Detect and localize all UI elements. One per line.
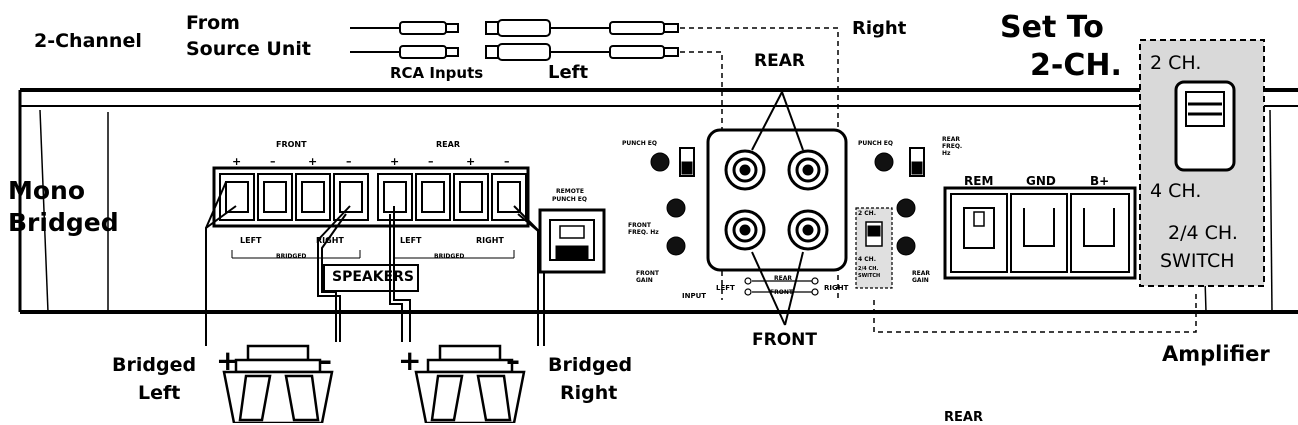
switch-label: SWITCH bbox=[1160, 250, 1235, 272]
front-punch-eq-label: PUNCH EQ bbox=[622, 140, 658, 147]
rem-label: REM bbox=[964, 174, 994, 188]
switch-2ch-label: 2 CH. bbox=[1150, 52, 1202, 74]
rear-freq-label: REAR FREQ. Hz bbox=[942, 136, 963, 157]
rca-plug bbox=[399, 21, 459, 59]
speaker-terminal-block bbox=[212, 166, 530, 292]
right-speaker-minus: – bbox=[506, 344, 520, 377]
bridged-left-label-line2: Left bbox=[138, 382, 181, 404]
amp-dashed-outline bbox=[873, 292, 1197, 333]
rear-gain-label: REAR GAIN bbox=[912, 270, 930, 284]
panel-rear-label: REAR bbox=[436, 140, 460, 149]
rear-controls bbox=[855, 147, 925, 289]
set-to-label-line1: Set To bbox=[1000, 10, 1104, 45]
front-right-label: RIGHT bbox=[316, 236, 344, 245]
channel-switch-callout bbox=[1139, 39, 1265, 287]
from-source-label-line2: Source Unit bbox=[186, 38, 311, 60]
left-speaker-plus: + bbox=[216, 344, 240, 377]
mini-switch-2ch-label: 2 CH. bbox=[858, 210, 876, 217]
front-gain-label: FRONT GAIN bbox=[636, 270, 659, 284]
input-front-label: FRONT bbox=[770, 289, 793, 296]
rear-right-label: RIGHT bbox=[476, 236, 504, 245]
front-bridged-label: BRIDGED bbox=[276, 253, 307, 260]
from-source-label-line1: From bbox=[186, 12, 240, 34]
front-controls bbox=[650, 147, 695, 256]
rear-bridged-label: BRIDGED bbox=[434, 253, 465, 260]
rear-left-label: LEFT bbox=[400, 236, 422, 245]
speaker-right-graphic bbox=[414, 344, 526, 423]
terminal-sign-4: – bbox=[346, 155, 352, 168]
bridged-right-label-line1: Bridged bbox=[548, 354, 633, 376]
mono-bridged-label-line2: Bridged bbox=[8, 208, 119, 237]
amplifier-chassis bbox=[18, 88, 1298, 314]
remote-punch-eq-port bbox=[538, 208, 606, 274]
front-bottom-label: FRONT bbox=[752, 330, 817, 350]
input-rear-label: REAR bbox=[774, 275, 792, 282]
speaker-left-graphic bbox=[222, 344, 334, 423]
bridged-left-label-line1: Bridged bbox=[112, 354, 197, 376]
remote-label-line2: PUNCH EQ bbox=[552, 196, 588, 203]
switch-24ch-label: 2/4 CH. bbox=[1168, 222, 1238, 244]
gnd-label: GND bbox=[1026, 174, 1056, 188]
right-speaker-plus: + bbox=[398, 344, 422, 377]
terminal-sign-8: – bbox=[504, 155, 510, 168]
set-to-label-line2: 2-CH. bbox=[1030, 48, 1122, 83]
rca-cables bbox=[350, 19, 839, 300]
rear-bottom-label: REAR bbox=[944, 410, 983, 425]
terminal-sign-6: – bbox=[428, 155, 434, 168]
mini-switch-4ch-label: 4 CH. bbox=[858, 256, 876, 263]
left-speaker-minus: – bbox=[318, 344, 332, 377]
panel-front-label: FRONT bbox=[276, 140, 307, 149]
bplus-label: B+ bbox=[1090, 174, 1110, 188]
rca-jack bbox=[485, 19, 551, 61]
input-right-label: RIGHT bbox=[824, 284, 849, 292]
speakers-label: SPEAKERS bbox=[332, 269, 415, 285]
amplifier-label: Amplifier bbox=[1162, 342, 1270, 366]
input-left-label: LEFT bbox=[716, 284, 735, 292]
remote-label-line1: REMOTE bbox=[556, 188, 584, 195]
mono-bridged-label-line1: Mono bbox=[8, 176, 86, 205]
front-freq-label: FRONT FREQ. Hz bbox=[628, 222, 659, 236]
rear-punch-eq-label: PUNCH EQ bbox=[858, 140, 894, 147]
rca-plug bbox=[609, 21, 679, 59]
bridged-right-label-line2: Right bbox=[560, 382, 618, 404]
terminal-sign-1: + bbox=[232, 155, 242, 168]
terminal-sign-3: + bbox=[308, 155, 318, 168]
left-input-label: Left bbox=[548, 62, 589, 83]
terminal-sign-5: + bbox=[390, 155, 400, 168]
two-channel-label: 2-Channel bbox=[34, 30, 142, 52]
rca-input-panel bbox=[706, 91, 848, 326]
switch-4ch-label: 4 CH. bbox=[1150, 180, 1202, 202]
rear-top-label: REAR bbox=[754, 51, 805, 71]
terminal-sign-2: – bbox=[270, 155, 276, 168]
power-terminal-block bbox=[943, 186, 1137, 280]
speaker-wires bbox=[205, 181, 545, 346]
terminal-sign-7: + bbox=[466, 155, 476, 168]
front-left-label: LEFT bbox=[240, 236, 262, 245]
rca-inputs-label: RCA Inputs bbox=[390, 64, 484, 82]
input-label: INPUT bbox=[682, 292, 707, 300]
right-input-label: Right bbox=[852, 18, 907, 39]
mini-switch-label: 2/4 CH. SWITCH bbox=[858, 266, 881, 279]
